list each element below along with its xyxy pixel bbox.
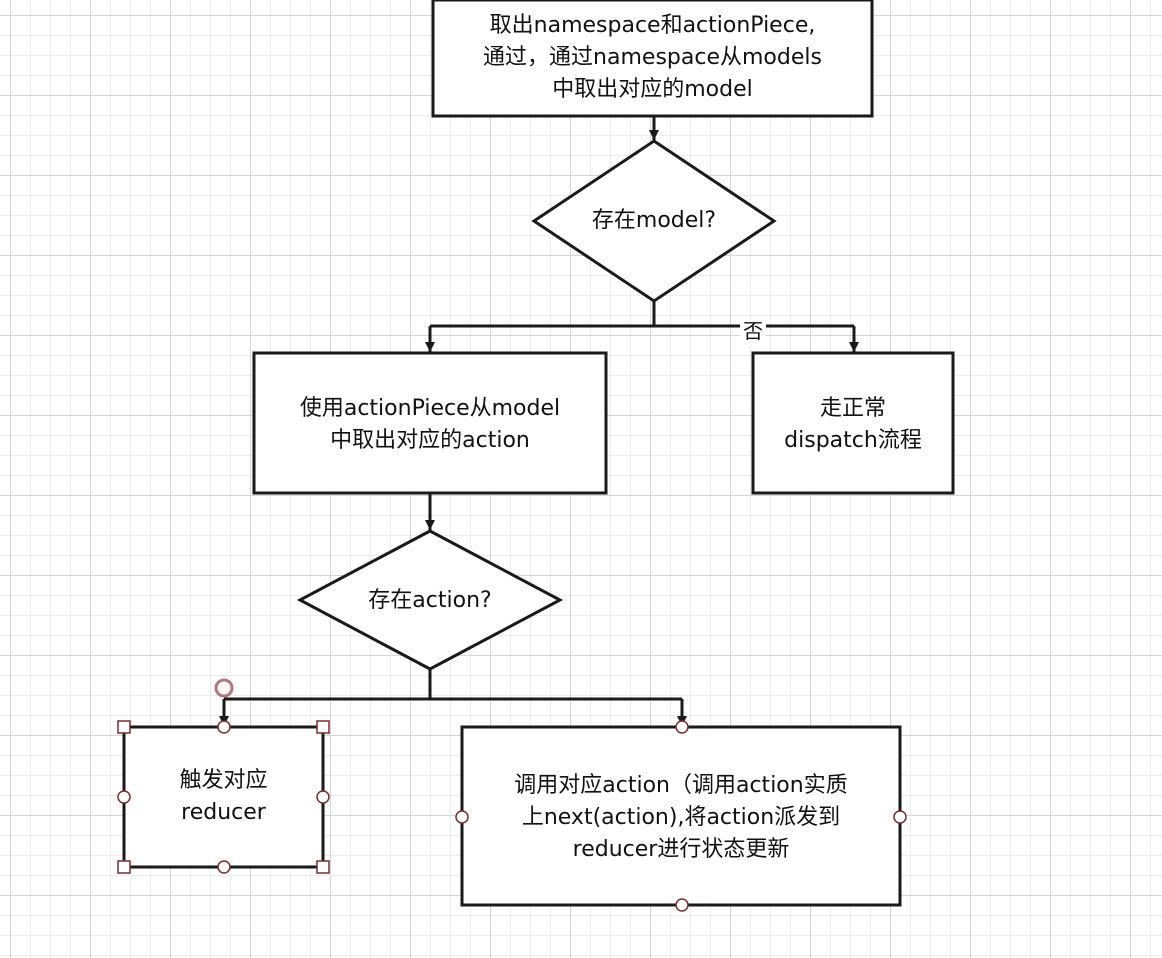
- trigger-reducer-line-1: 触发对应: [179, 768, 268, 793]
- connection-points[interactable]: [455, 720, 907, 912]
- normal-dispatch-line-2: dispatch流程: [784, 428, 922, 453]
- connection-point-right[interactable]: [893, 810, 907, 824]
- has-model-text: 存在model?: [591, 208, 717, 233]
- connection-point-bottom[interactable]: [675, 898, 689, 912]
- has-action-label: 存在action?: [300, 585, 560, 617]
- has-model-label: 存在model?: [534, 205, 774, 237]
- get-action-line-2: 中取出对应的action: [330, 428, 530, 453]
- resize-handle-top-right[interactable]: [316, 720, 330, 734]
- get-action-label: 使用actionPiece从model 中取出对应的action: [254, 393, 606, 457]
- box-get-model[interactable]: [431, 0, 874, 118]
- call-action-line-1: 调用对应action（调用action实质: [514, 773, 848, 798]
- get-model-line-3: 中取出对应的model: [552, 77, 753, 102]
- get-action-line-1: 使用actionPiece从model: [299, 396, 561, 421]
- edge-hasmodel-split[interactable]: [430, 301, 854, 328]
- normal-dispatch-line-1: 走正常: [819, 396, 886, 421]
- resize-handle-left[interactable]: [117, 790, 131, 804]
- edge-label-no: 否: [740, 320, 766, 342]
- get-model-label: 取出namespace和actionPiece, 通过，通过namespace从…: [433, 10, 872, 106]
- rotate-handle[interactable]: [214, 678, 234, 698]
- box-get-action[interactable]: [252, 351, 608, 495]
- trigger-reducer-line-2: reducer: [181, 800, 266, 825]
- normal-dispatch-label: 走正常 dispatch流程: [753, 393, 953, 457]
- resize-handle-top-left[interactable]: [117, 720, 131, 734]
- connection-point-top[interactable]: [675, 720, 689, 734]
- resize-handle-right[interactable]: [316, 790, 330, 804]
- call-action-label: 调用对应action（调用action实质 上next(action),将act…: [462, 770, 900, 866]
- selection-handles[interactable]: [117, 720, 330, 874]
- call-action-line-2: 上next(action),将action派发到: [521, 805, 841, 830]
- connection-point-left[interactable]: [455, 810, 469, 824]
- resize-handle-bottom-right[interactable]: [316, 860, 330, 874]
- get-model-line-2: 通过，通过namespace从models: [483, 45, 822, 70]
- call-action-line-3: reducer进行状态更新: [572, 837, 790, 862]
- box-normal-dispatch[interactable]: [751, 351, 955, 495]
- edge-hasaction-split[interactable]: [224, 669, 682, 701]
- get-model-line-1: 取出namespace和actionPiece,: [489, 13, 816, 38]
- has-action-text: 存在action?: [368, 588, 492, 613]
- resize-handle-top[interactable]: [217, 720, 231, 734]
- resize-handle-bottom[interactable]: [217, 860, 231, 874]
- resize-handle-bottom-left[interactable]: [117, 860, 131, 874]
- trigger-reducer-label: 触发对应 reducer: [124, 765, 323, 829]
